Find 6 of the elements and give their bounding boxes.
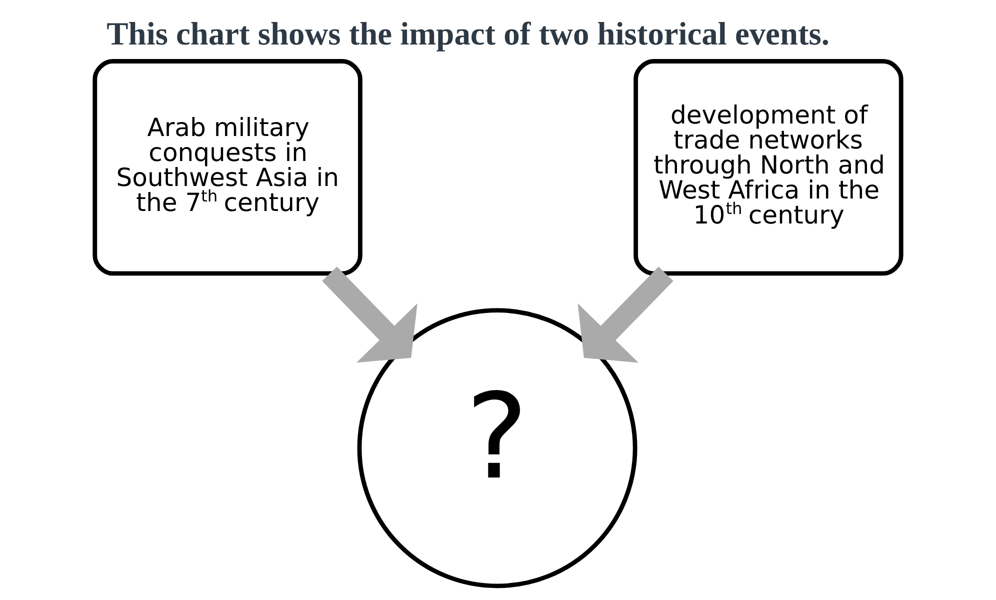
arrow (578, 266, 674, 363)
node-box: development of trade networks through North and West Africa in the 10$^{th}$ century (634, 59, 904, 276)
diagram-title: This chart shows the impact of two historical events. (106, 16, 830, 52)
arrow (322, 266, 418, 363)
node-box: Arab military conquests in Southwest Asia in the 7$^{th}$ century (92, 59, 362, 276)
node-circle: ? (357, 308, 638, 588)
